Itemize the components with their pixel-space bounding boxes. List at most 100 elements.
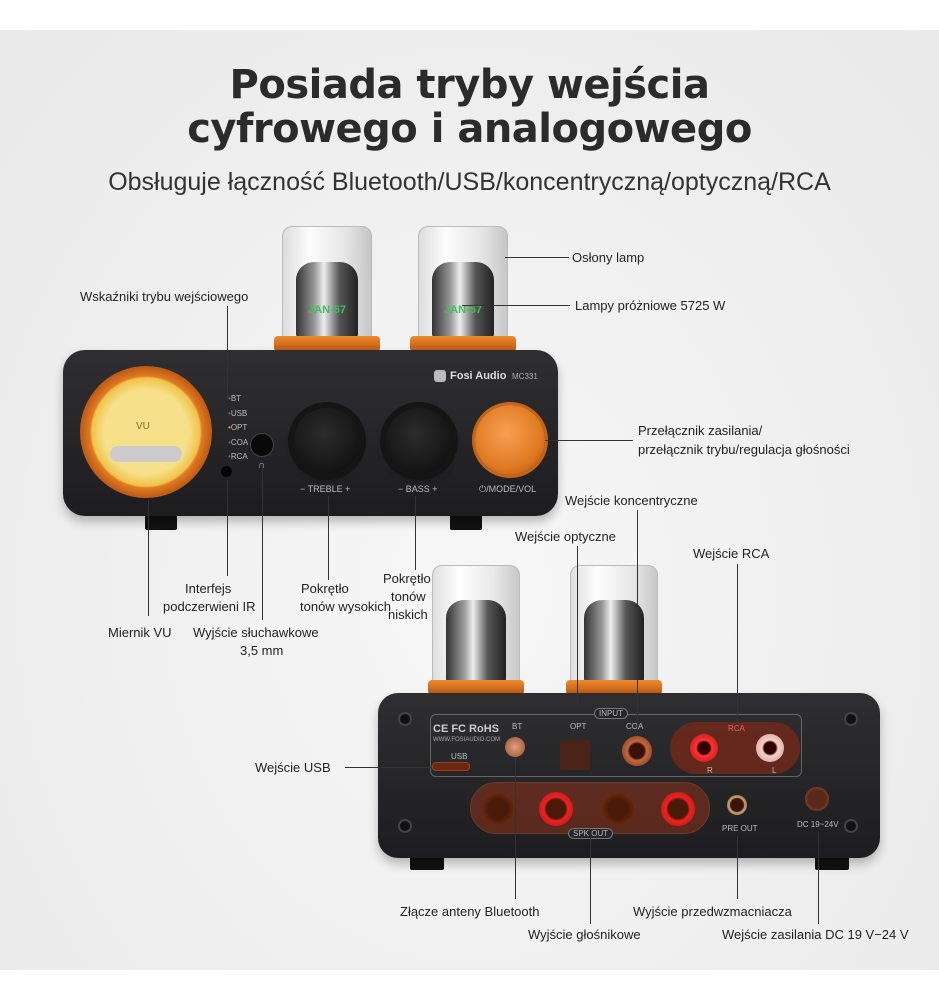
callout-bass-line2: tonów	[391, 589, 426, 604]
vacuum-tube-right: JAN-57	[432, 262, 494, 338]
callout-treble-line2: tonów wysokich	[300, 599, 392, 614]
tube-base-right	[566, 680, 662, 695]
screw	[844, 712, 858, 726]
foot	[450, 512, 482, 530]
speaker-output-section	[470, 782, 710, 834]
callout-usb: Wejście USB	[255, 760, 331, 775]
callout-line	[545, 440, 633, 441]
callout-line	[637, 510, 638, 736]
callout-line	[505, 257, 569, 258]
callout-tubes: Lampy próżniowe 5725 W	[575, 298, 726, 313]
screw	[398, 819, 412, 833]
tube-base-right	[410, 336, 516, 352]
vacuum-tube-left	[446, 600, 506, 683]
vu-meter: VU	[80, 366, 212, 498]
tube-print-right: JAN-57	[444, 304, 482, 316]
usb-label: USB	[451, 752, 468, 761]
pre-out-jack[interactable]	[727, 795, 747, 815]
input-mode-indicators: •BT •USB •OPT •COA •RCA	[228, 394, 249, 461]
callout-rca: Wejście RCA	[693, 546, 770, 561]
foot	[145, 512, 177, 530]
rca-left-port[interactable]	[756, 734, 784, 762]
callout-preamp-out: Wyjście przedwzmacniacza	[633, 904, 792, 919]
rca-l-label: L	[772, 766, 777, 775]
callout-line	[148, 500, 149, 616]
callout-line	[818, 832, 819, 924]
headphone-icon: ∩	[258, 460, 265, 471]
pre-out-label: PRE OUT	[722, 824, 758, 833]
opt-label: OPT	[570, 722, 587, 731]
foot	[410, 855, 444, 870]
led-rca: RCA	[230, 452, 248, 461]
title-line-2: cyfrowego i analogowego	[187, 106, 752, 152]
callout-optical: Wejście optyczne	[515, 529, 616, 544]
tube-base-left	[428, 680, 524, 695]
callout-ir-line2: podczerwieni IR	[163, 599, 256, 614]
callout-headphone-line2: 3,5 mm	[240, 643, 284, 658]
vu-bracket	[110, 446, 182, 462]
callout-line	[328, 496, 329, 580]
callout-bt-antenna: Złącze anteny Bluetooth	[400, 904, 540, 919]
callout-coaxial: Wejście koncentryczne	[565, 493, 698, 508]
callout-line	[227, 306, 228, 398]
led-bt: BT	[230, 394, 242, 403]
bt-antenna-connector[interactable]	[505, 737, 525, 757]
screw	[398, 712, 412, 726]
callout-power-line1: Przełącznik zasilania/	[638, 423, 763, 438]
callout-ir-line1: Interfejs	[185, 581, 232, 596]
callout-line	[737, 564, 738, 724]
callout-speaker-out: Wyjście głośnikowe	[528, 927, 641, 942]
usb-port[interactable]	[432, 762, 470, 771]
callout-line	[590, 838, 591, 924]
rca-label: RCA	[728, 724, 745, 733]
callout-line	[227, 480, 228, 576]
callout-line	[515, 757, 516, 899]
callout-line	[577, 546, 578, 706]
callout-line	[345, 767, 432, 768]
website-url: WWW.FOSIAUDIO.COM	[433, 737, 500, 743]
callout-vu-meter: Miernik VU	[108, 625, 172, 640]
callout-line	[262, 466, 263, 620]
model-name: MC331	[512, 372, 538, 381]
vu-label: VU	[136, 421, 150, 432]
vacuum-tube-right	[584, 600, 644, 683]
power-mode-volume-knob[interactable]	[475, 405, 545, 475]
callout-tube-covers: Osłony lamp	[572, 250, 645, 265]
mode-label: ⏻/MODE/VOL	[479, 484, 537, 494]
headphone-jack	[250, 433, 274, 457]
screw	[844, 819, 858, 833]
optical-port[interactable]	[560, 740, 590, 770]
brand-logo-icon	[434, 370, 446, 382]
bass-knob[interactable]	[386, 408, 452, 474]
treble-label: − TREBLE +	[300, 484, 351, 494]
rca-right-port[interactable]	[690, 734, 718, 762]
led-usb: USB	[230, 408, 248, 418]
dc-power-jack[interactable]	[805, 787, 829, 811]
led-opt: OPT	[230, 423, 248, 432]
certification-marks: CE FC RoHS	[433, 723, 499, 735]
subtitle: Obsługuje łączność Bluetooth/USB/koncent…	[108, 168, 831, 196]
bt-label: BT	[512, 722, 523, 731]
speaker-terminal[interactable]	[481, 792, 515, 826]
callout-dc-in: Wejście zasilania DC 19 V−24 V	[722, 927, 909, 942]
callout-power-line2: przełącznik trybu/regulacja głośności	[638, 442, 850, 457]
callout-mode-indicators: Wskaźniki trybu wejściowego	[80, 289, 249, 304]
callout-treble-line1: Pokrętło	[301, 581, 349, 596]
callout-line	[462, 305, 570, 306]
coaxial-port[interactable]	[622, 736, 652, 766]
callout-line	[415, 496, 416, 570]
speaker-terminal[interactable]	[539, 792, 573, 826]
treble-knob[interactable]	[294, 408, 360, 474]
brand-name: Fosi Audio	[450, 370, 507, 382]
dc-label: DC 19~24V	[797, 820, 839, 829]
callout-headphone-line1: Wyjście słuchawkowe	[193, 625, 319, 640]
foot	[815, 855, 849, 870]
tube-base-left	[274, 336, 380, 352]
vacuum-tube-left: JAN-57	[296, 262, 358, 338]
speaker-terminal[interactable]	[661, 792, 695, 826]
callout-bass-line3: niskich	[388, 607, 428, 622]
speaker-terminal[interactable]	[601, 792, 635, 826]
coa-label: COA	[626, 722, 644, 731]
led-coa: COA	[230, 437, 249, 447]
bass-label: − BASS +	[398, 484, 438, 494]
